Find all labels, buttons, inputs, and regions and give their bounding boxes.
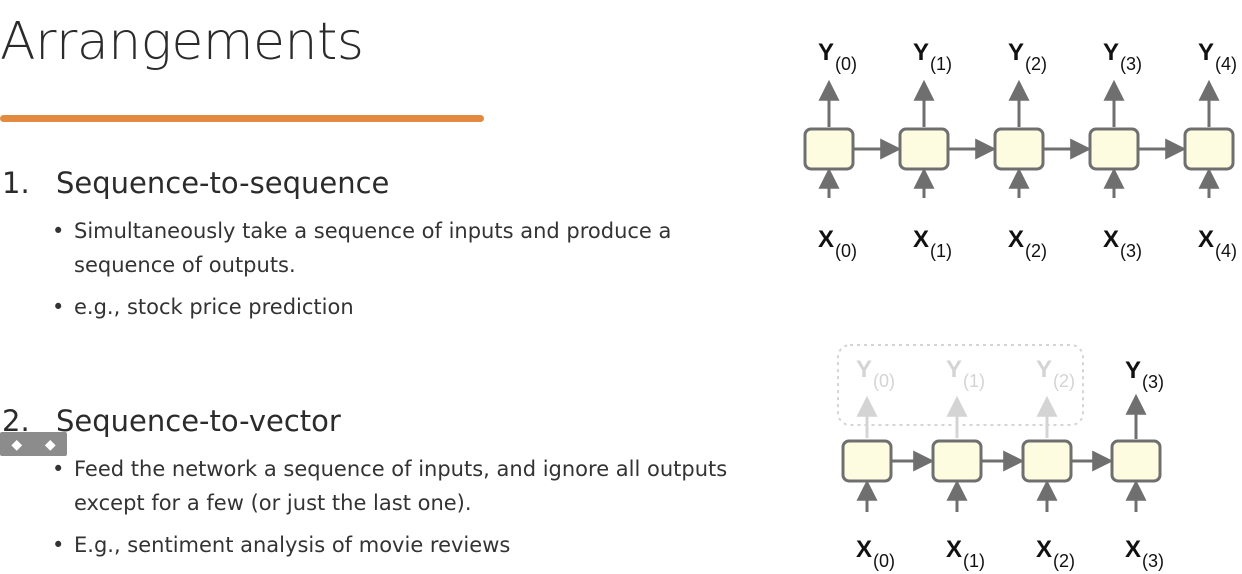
output-label-0-subscript: (0) <box>835 54 857 74</box>
ignored-output-label-1-letter: Y <box>946 356 962 383</box>
section-1-bullet-2: • e.g., stock price prediction <box>52 290 742 324</box>
title-underline <box>0 115 484 122</box>
output-label-3: Y(3) <box>1103 39 1142 74</box>
bullet-text: E.g., sentiment analysis of movie review… <box>74 533 511 557</box>
prev-arrow-icon[interactable]: ◆ <box>11 435 23 452</box>
rnn-cell <box>1021 439 1073 483</box>
output-label-1-letter: Y <box>913 39 929 66</box>
seq2seq-diagram: X(0)Y(0)X(1)Y(1)X(2)Y(2)X(3)Y(3)X(4)Y(4) <box>803 39 1237 261</box>
ignored-output-label-2: Y(2) <box>1036 356 1075 391</box>
rnn-cell <box>993 127 1045 171</box>
output-label-4: Y(4) <box>1198 39 1237 74</box>
section-1-heading: Sequence-to-sequence <box>56 166 390 200</box>
input-label-4: X(4) <box>1198 226 1237 261</box>
section-2-heading: Sequence-to-vector <box>56 404 341 438</box>
input-label-1: X(1) <box>946 536 985 571</box>
output-label-3-subscript: (3) <box>1120 54 1142 74</box>
section-1-bullet-1: • Simultaneously take a sequence of inpu… <box>52 214 742 282</box>
input-label-2: X(2) <box>1036 536 1075 571</box>
input-label-3: X(3) <box>1103 226 1142 261</box>
rnn-cell <box>931 439 983 483</box>
input-label-1-letter: X <box>913 226 929 253</box>
input-label-1-letter: X <box>946 536 962 563</box>
input-label-3-subscript: (3) <box>1142 551 1164 571</box>
input-label-3-letter: X <box>1103 226 1119 253</box>
input-label-2-letter: X <box>1008 226 1024 253</box>
input-label-2-letter: X <box>1036 536 1052 563</box>
rnn-cell <box>1183 127 1235 171</box>
output-label-4-subscript: (4) <box>1215 54 1237 74</box>
output-label-2: Y(2) <box>1008 39 1047 74</box>
next-arrow-icon[interactable]: ◆ <box>44 435 56 452</box>
ignored-output-label-2-letter: Y <box>1036 356 1052 383</box>
output-label-0: Y(0) <box>818 39 857 74</box>
bullet-marker: • <box>52 219 65 243</box>
bullet-marker: • <box>52 457 65 481</box>
section-2-bullet-1: • Feed the network a sequence of inputs,… <box>52 452 742 520</box>
ignored-output-label-2-subscript: (2) <box>1053 371 1075 391</box>
rnn-cell <box>841 439 893 483</box>
rnn-cell <box>898 127 950 171</box>
output-label-0-letter: Y <box>818 39 834 66</box>
input-label-2: X(2) <box>1008 226 1047 261</box>
output-label-3-letter: Y <box>1103 39 1119 66</box>
output-label-4-letter: Y <box>1198 39 1214 66</box>
output-label-2-letter: Y <box>1008 39 1024 66</box>
rnn-cell <box>803 127 855 171</box>
bullet-marker: • <box>52 295 65 319</box>
input-label-1-subscript: (1) <box>930 241 952 261</box>
final-output-label-subscript: (3) <box>1142 372 1164 392</box>
slide-title: Arrangements <box>0 12 364 72</box>
output-label-1-subscript: (1) <box>930 54 952 74</box>
final-output-label: Y(3) <box>1125 357 1164 392</box>
final-output-label-letter: Y <box>1125 357 1141 384</box>
input-label-3-letter: X <box>1125 536 1141 563</box>
input-label-2-subscript: (2) <box>1025 241 1047 261</box>
input-label-4-letter: X <box>1198 226 1214 253</box>
seq2vec-diagram: X(0)Y(0)X(1)Y(1)X(2)Y(2)X(3)Y(3) <box>837 344 1164 571</box>
ignored-outputs-box <box>837 344 1084 426</box>
input-label-0: X(0) <box>818 226 857 261</box>
input-label-1-subscript: (1) <box>963 551 985 571</box>
bullet-text: Feed the network a sequence of inputs, a… <box>74 457 728 515</box>
ignored-output-label-0-letter: Y <box>856 356 872 383</box>
input-label-0-subscript: (0) <box>873 551 895 571</box>
bullet-text: Simultaneously take a sequence of inputs… <box>74 219 672 277</box>
input-label-0-letter: X <box>856 536 872 563</box>
ignored-output-label-1: Y(1) <box>946 356 985 391</box>
input-label-4-subscript: (4) <box>1215 241 1237 261</box>
ignored-output-label-1-subscript: (1) <box>963 371 985 391</box>
output-label-2-subscript: (2) <box>1025 54 1047 74</box>
input-label-3: X(3) <box>1125 536 1164 571</box>
output-label-1: Y(1) <box>913 39 952 74</box>
input-label-2-subscript: (2) <box>1053 551 1075 571</box>
input-label-0-subscript: (0) <box>835 241 857 261</box>
ignored-output-label-0-subscript: (0) <box>873 371 895 391</box>
rnn-cell <box>1110 439 1162 483</box>
bullet-marker: • <box>52 533 65 557</box>
rnn-cell <box>1088 127 1140 171</box>
ignored-output-label-0: Y(0) <box>856 356 895 391</box>
bullet-text: e.g., stock price prediction <box>74 295 354 319</box>
input-label-0-letter: X <box>818 226 834 253</box>
section-2-bullet-2: • E.g., sentiment analysis of movie revi… <box>52 528 742 562</box>
input-label-3-subscript: (3) <box>1120 241 1142 261</box>
slide-nav-widget[interactable]: ◆ ◆ <box>0 432 67 456</box>
input-label-1: X(1) <box>913 226 952 261</box>
input-label-0: X(0) <box>856 536 895 571</box>
section-1-number: 1. <box>2 166 30 200</box>
